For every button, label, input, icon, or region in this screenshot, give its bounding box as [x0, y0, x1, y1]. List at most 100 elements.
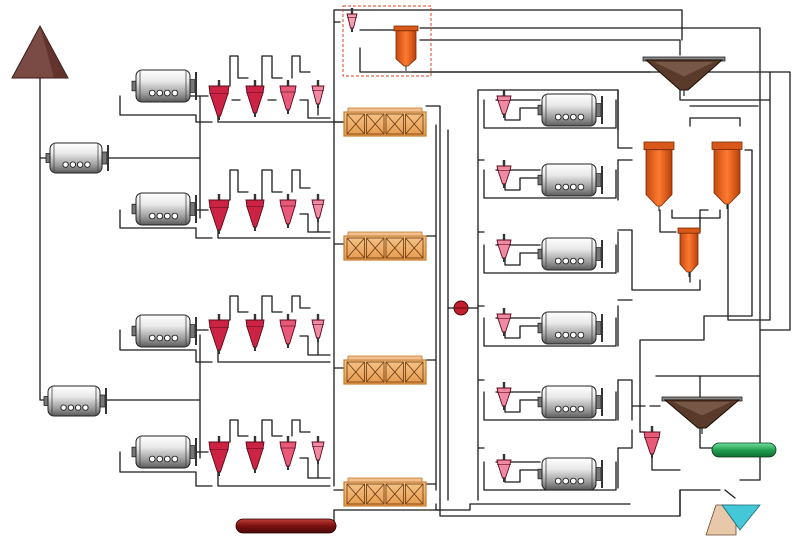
pipe-line: [504, 325, 541, 339]
ball-mill-icon: [537, 311, 603, 345]
pipe-line: [671, 209, 721, 219]
pipe-line: [299, 213, 331, 233]
ball-mill-icon: [131, 192, 197, 226]
equipment-layer: [11, 5, 777, 536]
pipe-line: [261, 55, 283, 87]
pipe-line: [119, 95, 213, 123]
hydrocyclone-icon: [496, 90, 512, 118]
tailings-pipe: [235, 518, 337, 534]
ball-mill-icon: [537, 163, 603, 197]
pipe-network: [39, 9, 791, 527]
pipe-line: [504, 177, 541, 191]
hydrocyclone-icon: [496, 234, 512, 262]
pipe-line: [617, 379, 633, 421]
hydrocyclone-icon: [245, 436, 265, 473]
hydrocyclone-icon: [279, 436, 297, 470]
flotation-column-icon: [643, 141, 675, 211]
dashed-box: [342, 5, 432, 77]
pipe-line: [229, 169, 249, 201]
pipe-line: [724, 489, 736, 499]
pipe-line: [229, 295, 249, 321]
pipe-line: [483, 391, 617, 421]
hydrocyclone-icon: [208, 80, 230, 120]
pipe-line: [504, 107, 541, 121]
hydrocyclone-icon: [279, 194, 297, 228]
flotation-column-icon: [711, 141, 743, 209]
pipe-line: [229, 419, 249, 443]
flotation-bank-icon: [343, 355, 427, 385]
pipe-line: [483, 317, 617, 347]
pipe-line: [727, 71, 771, 321]
hydrocyclone-icon: [208, 436, 230, 476]
pipe-line: [261, 419, 283, 443]
pipe-line: [217, 107, 331, 123]
pipe-line: [419, 39, 681, 56]
pipe-line: [617, 89, 633, 149]
pipe-line: [291, 419, 311, 437]
pipe-line: [439, 489, 721, 517]
pipe-line: [504, 252, 541, 266]
pipe-line: [435, 503, 631, 511]
pipe-line: [119, 451, 213, 487]
pipe-line: [425, 105, 441, 501]
hydrocyclone-icon: [496, 454, 512, 482]
ball-mill-icon: [537, 237, 603, 271]
flotation-bank-icon: [343, 231, 427, 261]
hydrocyclone-icon: [245, 80, 265, 117]
pipe-line: [39, 77, 49, 401]
pipe-line: [429, 71, 791, 331]
thickener-icon: [642, 56, 726, 96]
ball-mill-icon: [45, 142, 109, 174]
pipe-line: [299, 99, 331, 119]
hydrocyclone-icon: [496, 382, 512, 410]
hydrocyclone-icon: [208, 314, 230, 354]
hydrocyclone-icon: [346, 8, 358, 32]
hydrocyclone-icon: [496, 308, 512, 336]
ball-mill-icon: [43, 385, 107, 417]
pipe-line: [229, 55, 249, 87]
pipe-line: [291, 295, 311, 313]
pipe-line: [119, 209, 213, 239]
pipe-line: [689, 117, 741, 127]
pump-icon: [453, 300, 469, 316]
ball-mill-icon: [131, 314, 197, 348]
triangle-stockpile-icon: [11, 24, 69, 79]
pipe-line: [617, 429, 633, 449]
pipe-line: [299, 335, 331, 356]
pipe-line: [651, 454, 681, 471]
hydrocyclone-icon: [311, 314, 325, 342]
pipe-line: [119, 329, 213, 363]
pipe-line: [299, 457, 331, 479]
pipe-line: [699, 424, 713, 449]
hydrocyclone-icon: [496, 160, 512, 188]
pipe-line: [333, 9, 683, 41]
pipe-line: [291, 169, 311, 193]
flotation-column-icon: [677, 227, 701, 277]
pipe-line: [419, 27, 761, 481]
hydrocyclone-icon: [279, 80, 297, 114]
ball-mill-icon: [537, 93, 603, 127]
thickener-icon: [661, 396, 743, 434]
ball-mill-icon: [131, 69, 197, 103]
ball-mill-icon: [131, 435, 197, 469]
hydrocyclone-icon: [279, 314, 297, 348]
pipe-line: [504, 399, 541, 413]
pipe-line: [483, 99, 617, 129]
ball-mill-icon: [537, 385, 603, 419]
hydrocyclone-icon: [245, 314, 265, 351]
hydrocyclone-icon: [311, 80, 325, 108]
hydrocyclone-icon: [208, 194, 230, 234]
pipe-line: [679, 87, 771, 101]
hydrocyclone-icon: [311, 194, 325, 222]
pipe-line: [261, 295, 283, 321]
concentrate-pipe: [711, 442, 777, 458]
pipe-line: [639, 149, 753, 433]
pipe-line: [483, 169, 617, 199]
pipe-line: [504, 469, 541, 483]
flotation-bank-icon: [343, 107, 427, 137]
pipe-line: [659, 209, 677, 233]
pipe-line: [483, 244, 617, 274]
pipe-line: [617, 229, 701, 291]
hydrocyclone-icon: [245, 194, 265, 231]
